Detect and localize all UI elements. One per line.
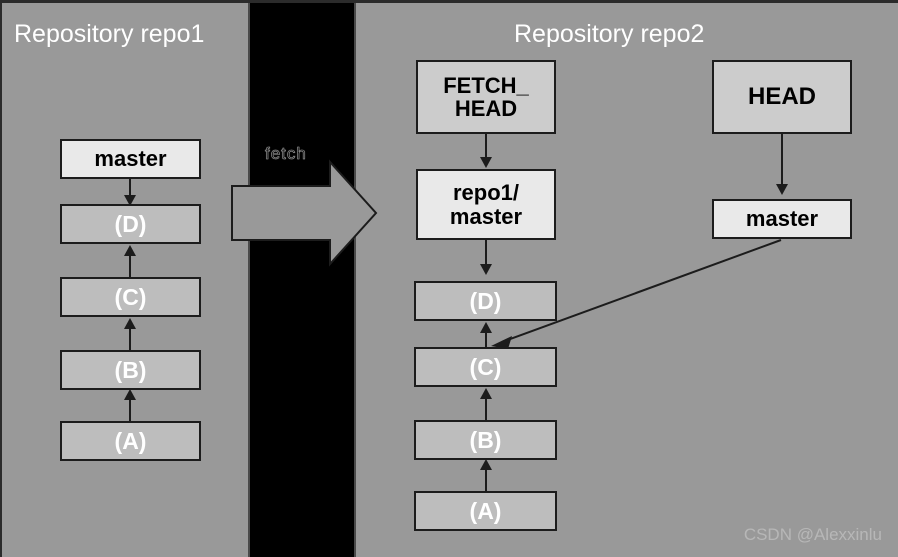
- repo1-commit-d[interactable]: (D): [60, 204, 201, 244]
- repo1-arrow-c-to-d-line: [129, 255, 131, 277]
- repo2-title: Repository repo2: [514, 20, 705, 48]
- repo2-arrow-b-to-c-line: [485, 398, 487, 420]
- divider-strip: [250, 3, 354, 557]
- repo1-commit-b-label: (B): [114, 356, 147, 383]
- repo1-commit-c[interactable]: (C): [60, 277, 201, 317]
- repo1-arrow-master-to-d-head: [124, 195, 136, 206]
- fetch-label: fetch: [265, 144, 307, 164]
- repo2-arrow-remote-to-d-head: [480, 264, 492, 275]
- repo2-arrow-head-to-master-line: [781, 134, 783, 186]
- repo2-commit-c[interactable]: (C): [414, 347, 557, 387]
- repo2-fetch-head-line1: FETCH_: [443, 72, 529, 98]
- divider-edge-right: [354, 3, 356, 557]
- repo2-commit-c-label: (C): [469, 353, 502, 380]
- repo2-arrow-fetchhead-to-remote-line: [485, 134, 487, 160]
- repo2-commit-a[interactable]: (A): [414, 491, 557, 531]
- repo2-commit-d[interactable]: (D): [414, 281, 557, 321]
- repo1-arrow-master-to-d-line: [129, 179, 131, 198]
- repo1-commit-c-label: (C): [114, 283, 147, 310]
- repo2-remote-ref-line2: master: [449, 203, 523, 229]
- repo1-commit-a-label: (A): [114, 427, 147, 454]
- repo1-arrow-b-to-c-head: [124, 318, 136, 329]
- repo1-master-label: master: [94, 146, 167, 172]
- repo2-head-ref[interactable]: HEAD: [712, 60, 852, 134]
- repo1-title: Repository repo1: [14, 20, 205, 48]
- repo2-master-ref[interactable]: master: [712, 199, 852, 239]
- fetch-block-arrow: [231, 159, 378, 267]
- repo2-commit-b-label: (B): [469, 426, 502, 453]
- repo1-commit-b[interactable]: (B): [60, 350, 201, 390]
- repo2-head-label: HEAD: [747, 83, 816, 111]
- repo2-arrow-c-to-d-head: [480, 322, 492, 333]
- repo2-arrow-c-to-d-line: [485, 332, 487, 348]
- repo2-arrow-remote-to-d-line: [485, 240, 487, 267]
- repo2-master-label: master: [745, 206, 819, 232]
- repo2-arrow-b-to-c-head: [480, 388, 492, 399]
- repo2-arrow-a-to-b-line: [485, 469, 487, 491]
- repo2-arrow-head-to-master-head: [776, 184, 788, 195]
- repo2-arrow-a-to-b-head: [480, 459, 492, 470]
- repo2-fetch-head-line2: HEAD: [454, 96, 518, 121]
- repo1-master-ref[interactable]: master: [60, 139, 201, 179]
- repo1-commit-d-label: (D): [114, 210, 147, 237]
- repo2-commit-a-label: (A): [469, 497, 502, 524]
- repo1-arrow-a-to-b-head: [124, 389, 136, 400]
- repo2-remote-tracking-ref[interactable]: repo1/ master: [416, 169, 556, 240]
- repo2-arrow-fetchhead-to-remote-head: [480, 157, 492, 168]
- repo1-arrow-b-to-c-line: [129, 328, 131, 350]
- divider-edge-left: [248, 3, 250, 557]
- repo2-fetch-head-ref[interactable]: FETCH_ HEAD: [416, 60, 556, 134]
- repo2-remote-ref-line1: repo1/: [452, 180, 520, 206]
- repo1-commit-a[interactable]: (A): [60, 421, 201, 461]
- repo2-commit-d-label: (D): [469, 287, 502, 314]
- watermark: CSDN @Alexxinlu: [743, 525, 882, 544]
- repo1-arrow-c-to-d-head: [124, 245, 136, 256]
- repo2-commit-b[interactable]: (B): [414, 420, 557, 460]
- repo1-arrow-a-to-b-line: [129, 399, 131, 421]
